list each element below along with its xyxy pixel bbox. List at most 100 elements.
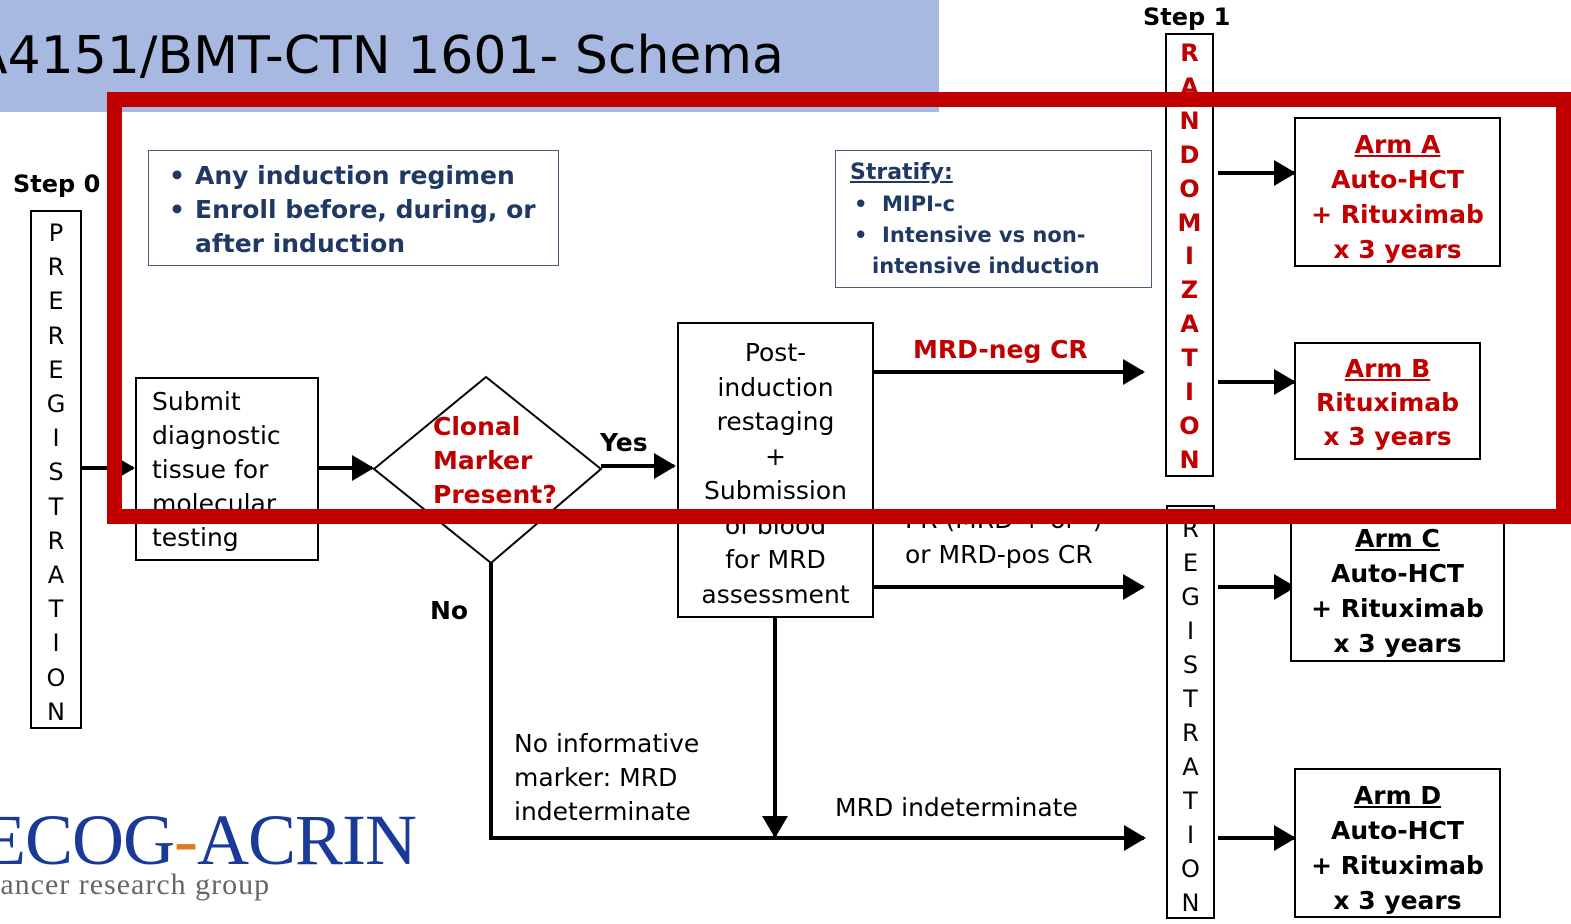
letter: O xyxy=(1181,855,1200,883)
induction-item: Enroll before, during, or xyxy=(163,193,558,227)
letter: O xyxy=(46,663,66,692)
arm-a-box: Arm A Auto-HCT + Rituximab x 3 years xyxy=(1294,117,1501,267)
mrd-indeterminate-label: MRD indeterminate xyxy=(835,793,1078,822)
letter: O xyxy=(1179,174,1200,203)
letter: R xyxy=(1180,39,1199,67)
restage-line: restaging xyxy=(716,407,835,436)
arm-c-box: Arm C Auto-HCT + Rituximab x 3 years xyxy=(1290,511,1505,662)
page-title: A4151/BMT-CTN 1601- Schema xyxy=(0,26,784,86)
restaging-box: Post- induction restaging + Submission o… xyxy=(677,322,874,618)
preregistration-column: P R E R E G I S T R A T I O N xyxy=(30,210,82,729)
arm-c-line: Auto-HCT xyxy=(1331,559,1464,588)
letter: D xyxy=(1179,140,1200,169)
letter: R xyxy=(1182,719,1199,747)
induction-item-continued: after induction xyxy=(195,229,406,258)
letter: A xyxy=(47,561,65,590)
restage-line: Submission xyxy=(703,476,848,505)
arm-d-line: Auto-HCT xyxy=(1331,816,1464,845)
decision-line: Present? xyxy=(433,480,557,509)
letter: G xyxy=(1181,583,1200,611)
letter: T xyxy=(48,492,64,521)
arrow-no-path xyxy=(489,563,1146,851)
letter: E xyxy=(48,355,64,384)
arm-a-line: x 3 years xyxy=(1333,235,1462,264)
randomization-column: R A N D O M I Z A T I O N xyxy=(1165,33,1214,477)
induction-info-box: Any induction regimen Enroll before, dur… xyxy=(148,150,559,266)
letter: I xyxy=(1185,242,1194,271)
letter: A xyxy=(1180,310,1199,339)
letter: I xyxy=(1185,378,1194,407)
arm-a-line: Auto-HCT xyxy=(1331,165,1464,194)
letter: E xyxy=(48,287,64,316)
no-label: No xyxy=(430,596,469,625)
arm-c-line: + Rituximab xyxy=(1311,594,1484,623)
induction-item: Any induction regimen xyxy=(163,159,558,193)
arm-b-line: x 3 years xyxy=(1323,422,1452,451)
restage-line: assessment xyxy=(701,579,850,609)
highlight-rectangle xyxy=(107,92,1571,524)
letter: Z xyxy=(1180,276,1199,305)
ecog-acrin-logo: ECOG-ACRIN xyxy=(0,800,417,880)
restage-line: induction xyxy=(717,372,834,402)
letter: P xyxy=(48,219,64,247)
letter: R xyxy=(47,526,65,555)
stratify-info-box: Stratify: MIPI-c Intensive vs non- inten… xyxy=(835,150,1152,288)
letter: I xyxy=(52,629,60,658)
stratify-header: Stratify: xyxy=(850,160,953,185)
submit-tissue-box: Submit diagnostic tissue for molecular t… xyxy=(135,377,319,561)
submit-line: testing xyxy=(152,523,239,552)
mrd-neg-label: MRD-neg CR xyxy=(913,335,1088,364)
yes-label: Yes xyxy=(600,428,648,457)
letter: I xyxy=(1186,821,1195,849)
letter: N xyxy=(1179,106,1200,135)
letter: G xyxy=(46,390,66,419)
arm-d-line: x 3 years xyxy=(1333,886,1462,915)
letter: O xyxy=(1179,411,1200,440)
arm-a-line: + Rituximab xyxy=(1311,200,1484,229)
arm-b-line: Rituximab xyxy=(1315,388,1460,417)
no-marker-line: marker: MRD xyxy=(514,763,678,792)
restage-line: + xyxy=(765,441,786,471)
submit-line: diagnostic xyxy=(152,421,281,450)
letter: M xyxy=(1177,208,1202,237)
decision-line: Marker xyxy=(433,446,533,475)
logo-right: ACRIN xyxy=(196,800,417,880)
step-0-label: Step 0 xyxy=(13,170,101,198)
letter: R xyxy=(47,321,65,350)
restage-line: Post- xyxy=(744,338,807,367)
stratify-item: MIPI-c xyxy=(850,189,1151,220)
letter: T xyxy=(1183,787,1198,815)
letter: I xyxy=(1186,617,1195,645)
stratify-item-continued: intensive induction xyxy=(872,254,1100,278)
letter: A xyxy=(1182,753,1199,781)
arm-a-name: Arm A xyxy=(1354,130,1441,159)
submit-line: tissue for xyxy=(152,455,269,484)
letter: T xyxy=(1181,344,1198,373)
letter: T xyxy=(48,595,64,624)
arm-b-name: Arm B xyxy=(1344,354,1431,383)
step-1-label: Step 1 xyxy=(1143,3,1231,31)
stratify-item: Intensive vs non- xyxy=(850,220,1151,251)
pr-label-line2: or MRD-pos CR xyxy=(905,540,1093,569)
letter: I xyxy=(52,424,60,453)
restage-line: for MRD xyxy=(725,545,826,574)
no-marker-line: indeterminate xyxy=(514,797,691,826)
letter: R xyxy=(47,253,65,282)
arm-d-name: Arm D xyxy=(1353,781,1442,810)
arm-b-box: Arm B Rituximab x 3 years xyxy=(1294,342,1481,460)
arm-c-name: Arm C xyxy=(1355,524,1440,553)
registration-column: R E G I S T R A T I O N xyxy=(1166,505,1215,919)
letter: S xyxy=(1182,651,1199,679)
submit-line: Submit xyxy=(152,387,241,416)
letter: N xyxy=(47,697,65,726)
letter: N xyxy=(1181,889,1200,917)
logo-tagline: cancer research group xyxy=(0,868,271,901)
letter: E xyxy=(1182,549,1199,577)
letter: S xyxy=(48,458,64,487)
decision-text: Clonal Marker Present? xyxy=(433,410,557,512)
letter: N xyxy=(1179,445,1200,474)
arm-d-box: Arm D Auto-HCT + Rituximab x 3 years xyxy=(1294,768,1501,918)
decision-line: Clonal xyxy=(433,412,521,441)
logo-dash: - xyxy=(174,800,198,880)
no-marker-line: No informative xyxy=(514,729,700,758)
